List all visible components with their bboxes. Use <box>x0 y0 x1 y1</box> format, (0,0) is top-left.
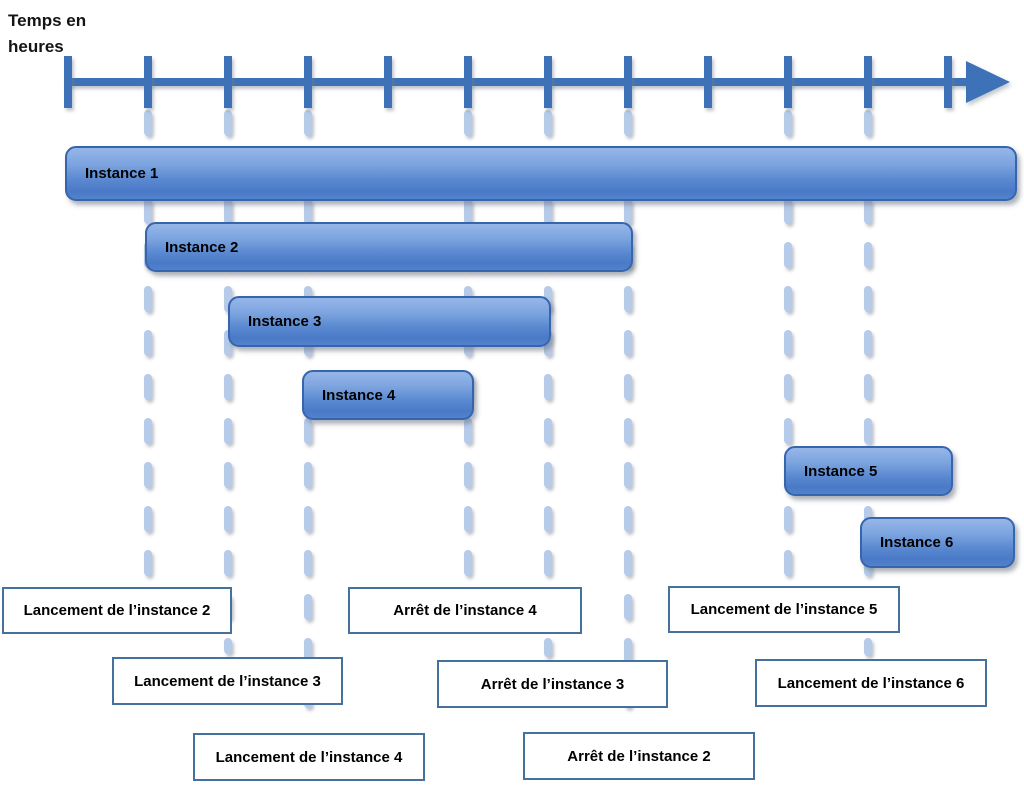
instance-bar-5: Instance 5 <box>784 446 953 496</box>
event-label-4: Lancement de l’instance 3 <box>134 672 321 690</box>
instance-bar-4: Instance 4 <box>302 370 474 420</box>
event-label-box-2: Arrêt de l’instance 4 <box>348 587 582 634</box>
event-label-3: Lancement de l’instance 5 <box>690 601 878 618</box>
timeline-tick-8 <box>624 56 632 108</box>
instance-bar-2: Instance 2 <box>145 222 633 272</box>
event-label-7: Lancement de l’instance 4 <box>215 748 403 766</box>
instance-bar-6: Instance 6 <box>860 517 1015 568</box>
timeline-tick-4 <box>304 56 312 108</box>
instance-bar-label-1: Instance 1 <box>85 165 159 182</box>
event-label-1: Lancement de l’instance 2 <box>23 602 211 619</box>
event-label-8: Arrêt de l’instance 2 <box>567 747 711 765</box>
axis-title-line-1: Temps en <box>8 11 87 30</box>
instance-bar-label-5: Instance 5 <box>804 462 878 480</box>
timeline-tick-7 <box>544 56 552 108</box>
timeline-tick-3 <box>224 56 232 108</box>
timeline-tick-9 <box>704 56 712 108</box>
event-label-box-4: Lancement de l’instance 3 <box>112 657 343 705</box>
instance-bar-label-3: Instance 3 <box>248 313 322 330</box>
event-label-box-5: Arrêt de l’instance 3 <box>437 660 668 708</box>
instance-bar-1: Instance 1 <box>65 146 1017 201</box>
timeline-tick-6 <box>464 56 472 108</box>
timeline-tick-1 <box>64 56 72 108</box>
event-label-box-6: Lancement de l’instance 6 <box>755 659 987 707</box>
event-label-box-8: Arrêt de l’instance 2 <box>523 732 755 780</box>
axis-title: Temps en heures <box>8 8 86 60</box>
event-label-5: Arrêt de l’instance 3 <box>480 675 625 693</box>
timeline-arrowhead-icon <box>966 61 1010 103</box>
event-label-2: Arrêt de l’instance 4 <box>393 602 537 619</box>
event-label-6: Lancement de l’instance 6 <box>777 674 965 692</box>
event-label-box-3: Lancement de l’instance 5 <box>668 586 900 633</box>
instance-bar-3: Instance 3 <box>228 296 551 347</box>
timeline-tick-11 <box>864 56 872 108</box>
axis-title-line-2: heures <box>8 37 64 56</box>
instance-bar-label-2: Instance 2 <box>165 238 239 256</box>
timeline-tick-12 <box>944 56 952 108</box>
instance-bar-label-6: Instance 6 <box>880 534 954 551</box>
instance-bar-label-4: Instance 4 <box>322 386 396 404</box>
event-label-box-1: Lancement de l’instance 2 <box>2 587 232 634</box>
timeline-axis-line <box>65 78 978 86</box>
timeline-tick-2 <box>144 56 152 108</box>
event-label-box-7: Lancement de l’instance 4 <box>193 733 425 781</box>
timeline-tick-5 <box>384 56 392 108</box>
timeline-tick-10 <box>784 56 792 108</box>
